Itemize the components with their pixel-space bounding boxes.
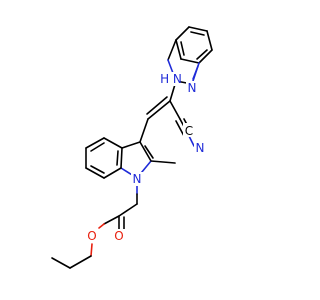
molecule-canvas: H N N C N N O O [51, 26, 213, 269]
ethyl-acetate-chain [51, 177, 138, 269]
benzimidazole-n-label: N [188, 81, 197, 95]
indole-benzene-ring [85, 137, 123, 179]
benzimidazole-nh-label: H N [160, 72, 182, 86]
carbonyl-oxygen-label: O [114, 229, 123, 243]
indole-nitrogen-label: N [133, 172, 142, 186]
nitrile-nitrogen-label: N [196, 141, 205, 155]
structure-diagram: H N N C N N O O [51, 26, 213, 269]
nitrile-carbon-label: C [185, 124, 193, 138]
indole-pyrrole-ring [120, 141, 176, 179]
benzimidazole-benzene-ring [175, 26, 213, 64]
atom-labels: H N N C N N O O [86, 72, 206, 243]
ester-oxygen-label: O [87, 229, 96, 243]
